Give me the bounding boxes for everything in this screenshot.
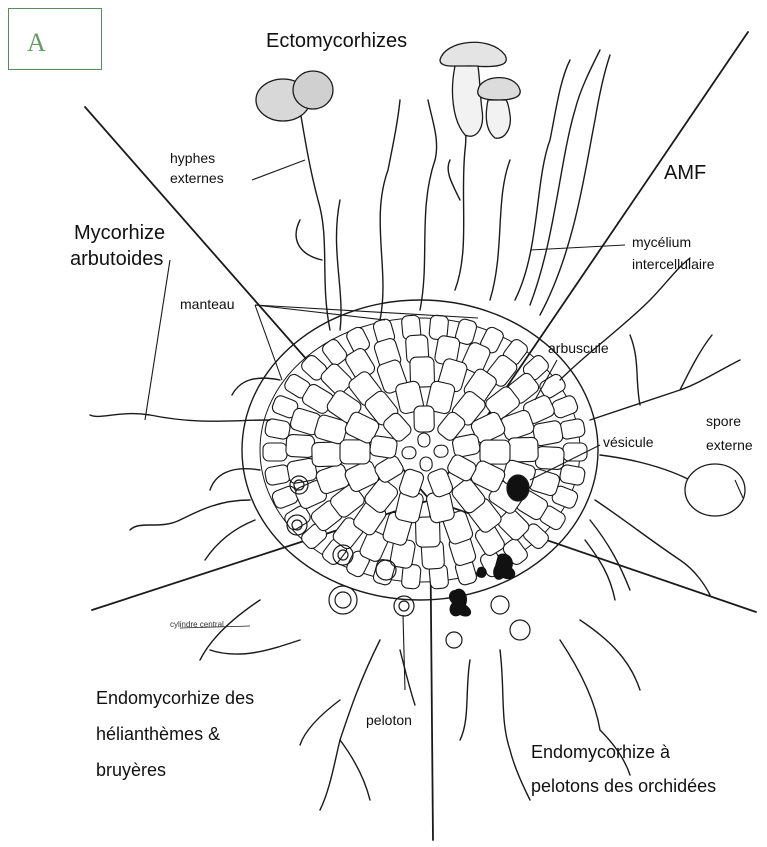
label-peloton: peloton — [366, 712, 412, 729]
label-ectomycorhizes: Ectomycorhizes — [266, 30, 407, 54]
cortex-cell — [535, 446, 564, 470]
label-endo-orch-line2: pelotons des orchidées — [531, 776, 716, 797]
cortex-cell — [420, 457, 433, 472]
cortex-cell — [563, 443, 587, 461]
mushroom-cap-small — [478, 78, 520, 100]
cortex-cell — [508, 437, 539, 462]
cortex-cell — [263, 443, 287, 461]
external-spore — [685, 464, 745, 516]
label-spore-line2: externe — [706, 437, 753, 454]
label-spore-line1: spore — [706, 413, 741, 430]
label-arbuscule: arbuscule — [548, 340, 609, 357]
cortex-cell — [264, 418, 291, 440]
label-cylindre-central: cylindre central — [170, 620, 224, 629]
panel-letter: A — [27, 28, 46, 58]
label-hyphes-line2: externes — [170, 170, 224, 187]
label-mycorhize-line2: arbutoides — [70, 248, 163, 272]
mushroom-cap-large — [440, 42, 506, 66]
label-amf: AMF — [664, 162, 706, 186]
label-endo-orch-line1: Endomycorhize à — [531, 742, 670, 763]
label-hyphes-line1: hyphes — [170, 150, 215, 167]
cortex-cell — [320, 337, 349, 367]
cortex-cell — [340, 440, 370, 464]
label-endo-helian-line3: bruyères — [96, 760, 166, 781]
label-endo-helian-line2: hélianthèmes & — [96, 724, 220, 745]
cortex-cell — [402, 446, 417, 459]
vesicle — [507, 475, 529, 501]
cortex-cell — [434, 445, 449, 458]
cortex-cell — [480, 440, 510, 464]
puffball-right — [293, 71, 333, 109]
label-mycelium-line1: mycélium — [632, 234, 691, 251]
mushroom-stem-small — [486, 100, 510, 138]
cortex-cell — [414, 406, 435, 432]
label-vesicule: vésicule — [603, 434, 654, 451]
cortex-cell — [559, 464, 586, 486]
panel-label-box: A — [8, 8, 102, 70]
cortex-cell — [312, 442, 343, 467]
label-mycorhize-line1: Mycorhize — [74, 222, 165, 246]
label-mycelium-line2: intercellulaire — [632, 256, 714, 273]
mushroom-stem-large — [452, 66, 482, 136]
cortex-cell — [286, 434, 315, 458]
cortex-cell — [417, 433, 430, 448]
cortex-cells — [263, 315, 735, 590]
label-manteau: manteau — [180, 296, 234, 313]
label-endo-helian-line1: Endomycorhize des — [96, 688, 254, 709]
